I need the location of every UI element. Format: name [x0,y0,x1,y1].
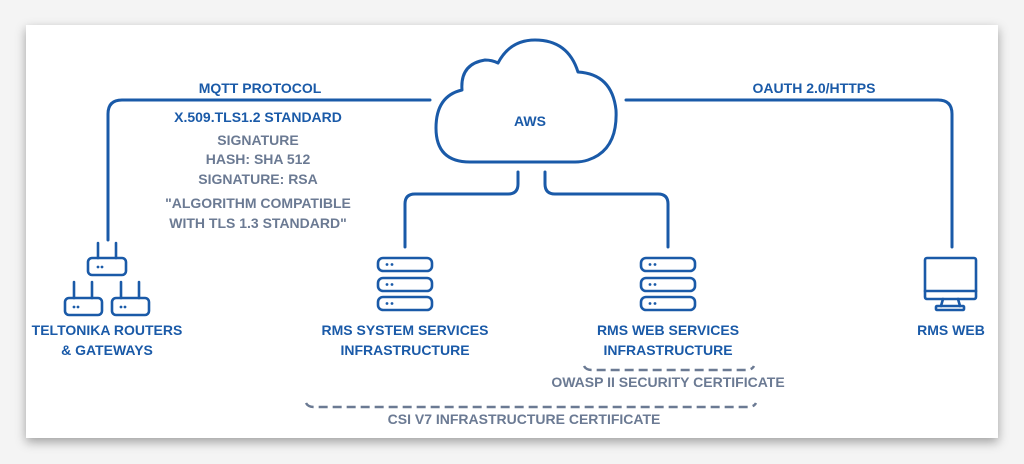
web-services-label-line2: INFRASTRUCTURE [603,342,732,358]
mqtt-connection-line [106,98,432,242]
aws-cloud-icon [434,38,618,164]
routers-label-line2: & GATEWAYS [61,342,153,358]
web-services-server-icon [639,256,697,312]
routers-icon [63,241,151,317]
system-services-label-line2: INFRASTRUCTURE [340,342,469,358]
algorithm-detail-line1: "ALGORITHM COMPATIBLE [165,195,351,211]
algorithm-detail-line2: WITH TLS 1.3 STANDARD" [169,215,347,231]
hash-detail: HASH: SHA 512 [206,151,311,167]
signature-detail: SIGNATURE [217,132,298,148]
tls-standard-label: X.509.TLS1.2 STANDARD [174,109,342,125]
owasp-certificate-label: OWASP II SECURITY CERTIFICATE [551,374,784,390]
system-services-label-line1: RMS SYSTEM SERVICES [321,322,488,338]
monitor-icon [923,256,978,312]
signature-rsa-detail: SIGNATURE: RSA [198,171,318,187]
owasp-bracket [582,365,756,372]
web-services-connection-line [543,170,670,249]
csi-certificate-label: CSI V7 INFRASTRUCTURE CERTIFICATE [388,411,661,427]
web-services-label-line1: RMS WEB SERVICES [597,322,739,338]
system-services-server-icon [376,256,434,312]
aws-label: AWS [514,113,546,129]
routers-label-line1: TELTONIKA ROUTERS [32,322,183,338]
csi-bracket [304,402,758,409]
diagram-card [26,25,998,438]
system-services-connection-line [403,170,520,249]
oauth-protocol-label: OAUTH 2.0/HTTPS [753,80,876,96]
rms-web-label: RMS WEB [917,322,985,338]
oauth-connection-line [624,98,954,249]
mqtt-protocol-label: MQTT PROTOCOL [199,80,322,96]
